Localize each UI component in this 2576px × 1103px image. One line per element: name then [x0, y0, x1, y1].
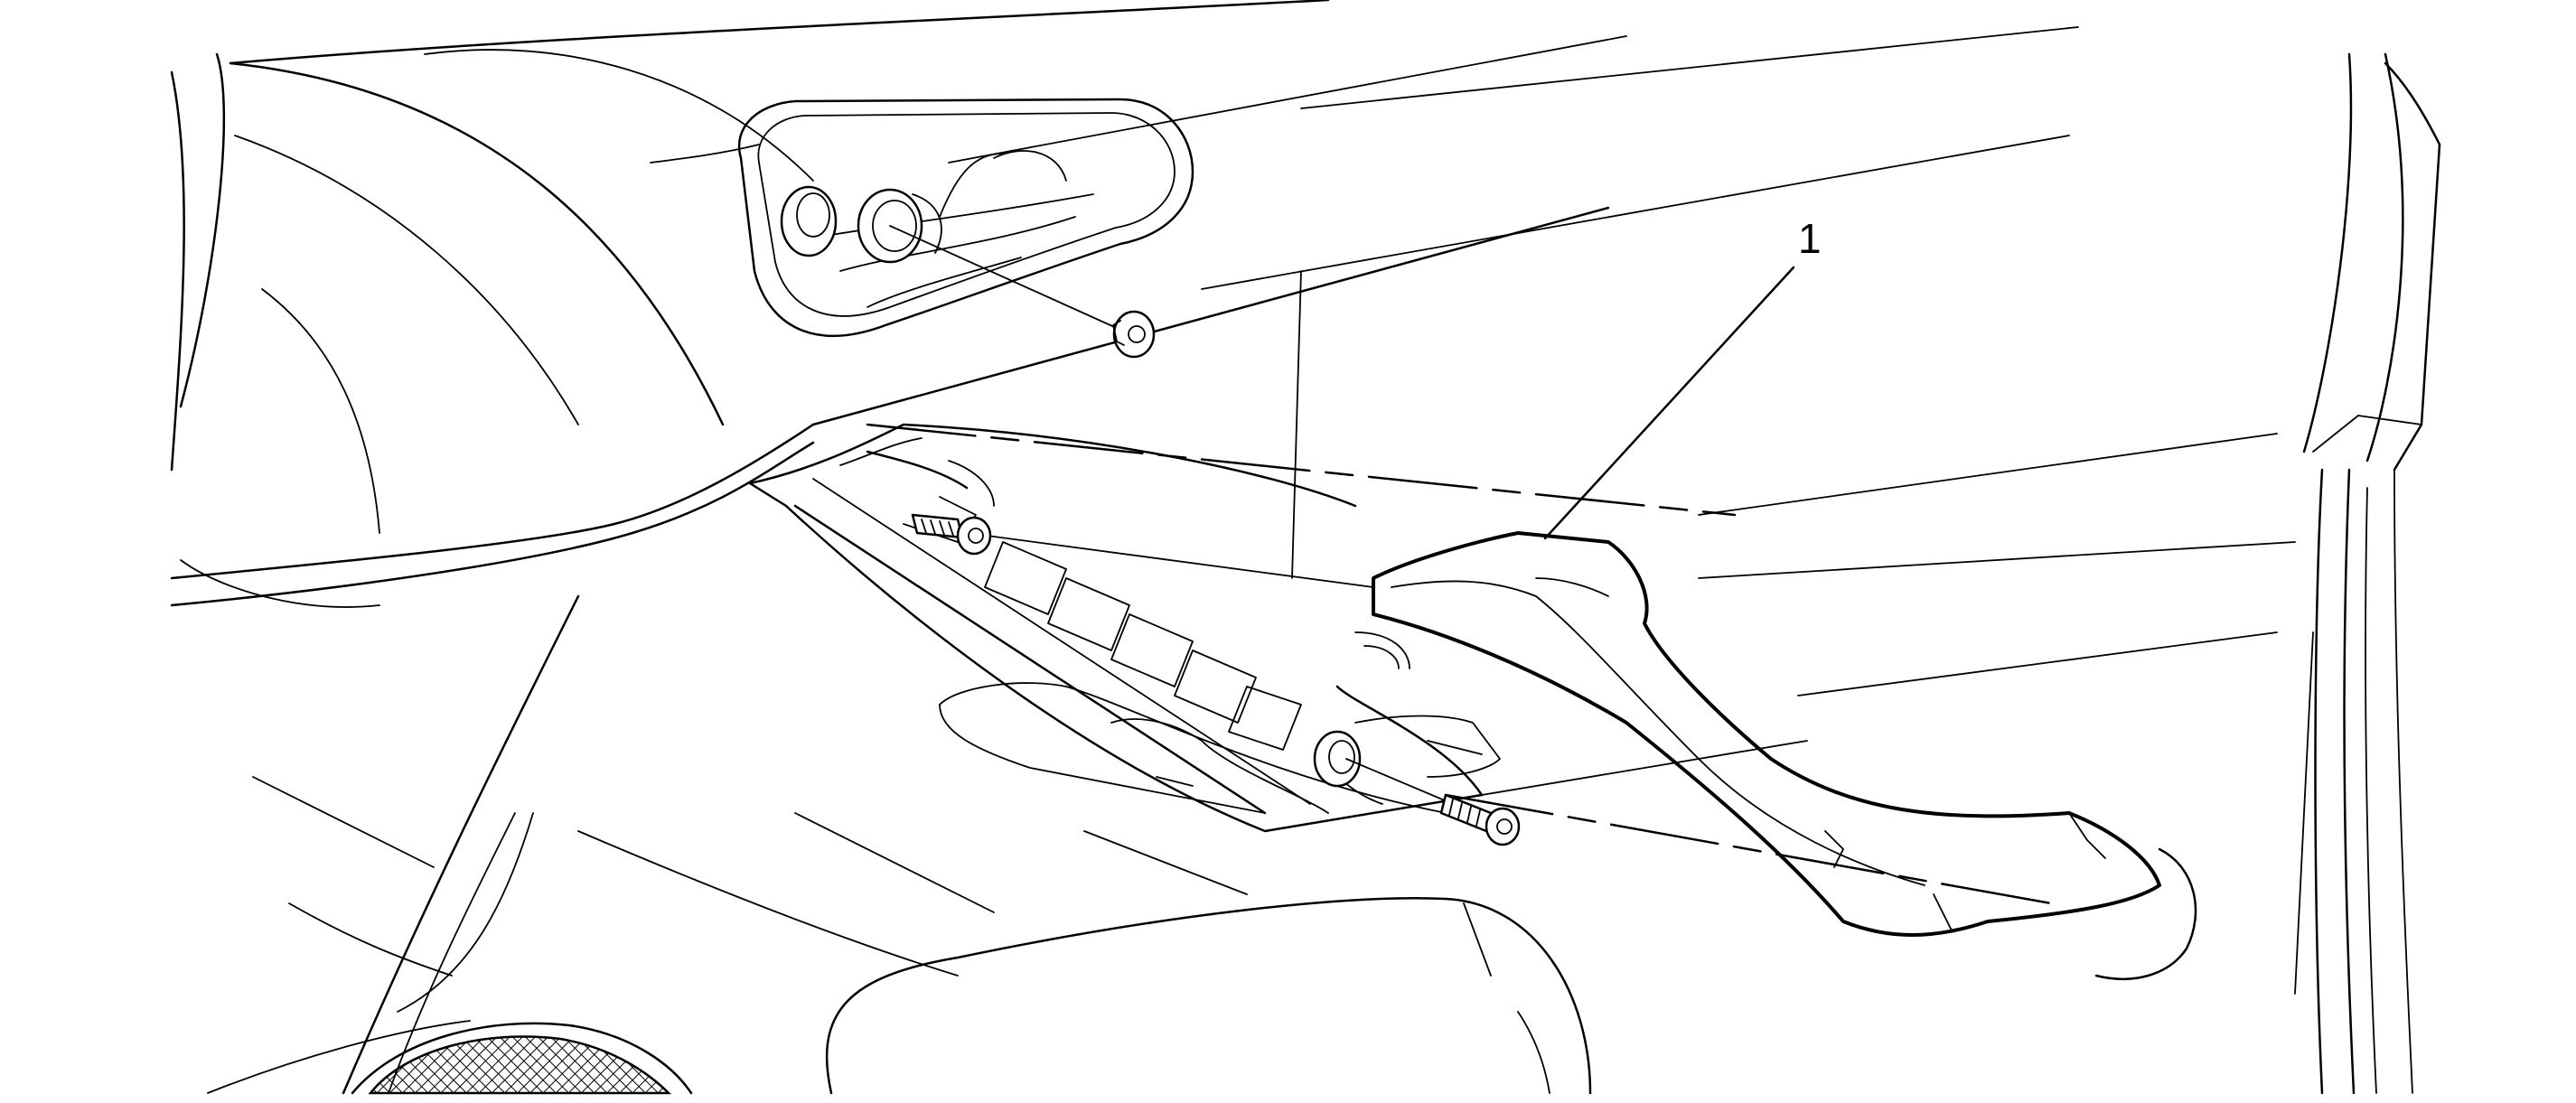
door-handle-bezel [737, 98, 1194, 338]
center-fastener [911, 513, 1374, 588]
speaker-grille [351, 1022, 693, 1095]
callout-1: 1 [1543, 215, 1822, 540]
handle-fastener [889, 225, 1156, 359]
door-panel-outline [170, 0, 2441, 1095]
callout-number: 1 [1798, 215, 1822, 262]
lower-fastener [1345, 758, 1521, 846]
trim-clip-arc [2094, 847, 2197, 980]
pull-handle-trim [1372, 531, 2161, 937]
armrest-switch-bezel [748, 423, 1501, 833]
alignment-lines [866, 423, 2053, 905]
